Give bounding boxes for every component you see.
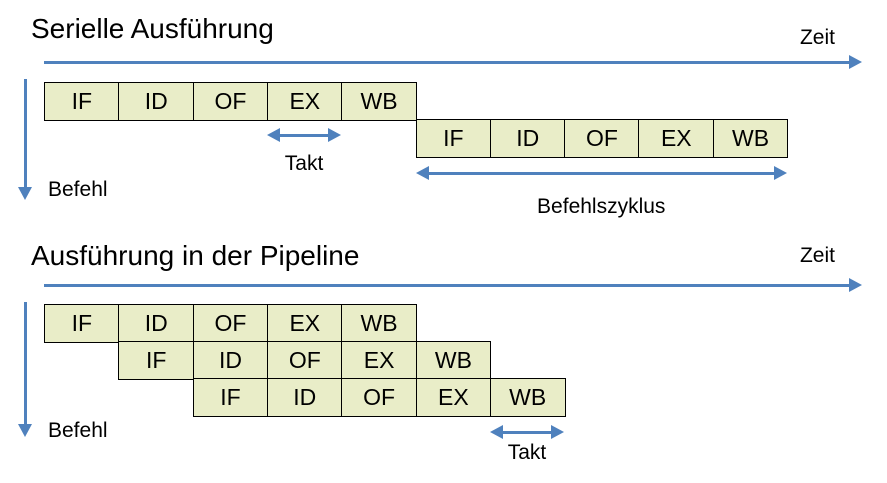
arrow-line bbox=[424, 171, 778, 175]
takt-span-arrow bbox=[266, 128, 342, 142]
arrow-line bbox=[498, 430, 556, 434]
arrowhead-left-icon bbox=[489, 425, 503, 439]
takt-label: Takt bbox=[284, 152, 324, 175]
arrowhead-right-icon bbox=[551, 425, 565, 439]
instruction-axis-arrow-serial bbox=[18, 79, 32, 200]
time-axis-arrow-serial bbox=[44, 55, 862, 69]
time-axis-label-serial: Zeit bbox=[799, 26, 835, 49]
arrowhead-right-icon bbox=[849, 55, 862, 69]
arrowhead-left-icon bbox=[266, 128, 280, 142]
stage-box-id: ID bbox=[489, 119, 566, 158]
arrowhead-left-icon bbox=[415, 166, 429, 180]
stage-box-of: OF bbox=[192, 82, 269, 121]
stage-box-if: IF bbox=[192, 378, 269, 417]
befehlszyklus-span-arrow bbox=[415, 166, 787, 180]
stage-box-id: ID bbox=[192, 341, 269, 380]
stage-box-if: IF bbox=[44, 82, 120, 121]
stage-box-wb: WB bbox=[341, 82, 417, 121]
section-title-serial: Serielle Ausführung bbox=[31, 13, 274, 44]
stage-box-wb: WB bbox=[341, 304, 417, 343]
stage-box-ex: EX bbox=[341, 341, 417, 380]
arrow-line bbox=[275, 133, 333, 137]
stage-box-id: ID bbox=[118, 82, 195, 121]
stage-box-ex: EX bbox=[266, 304, 343, 343]
stage-box-if: IF bbox=[118, 341, 195, 380]
stage-box-of: OF bbox=[564, 119, 640, 158]
stage-box-id: ID bbox=[118, 304, 195, 343]
stage-box-wb: WB bbox=[415, 341, 492, 380]
time-axis-label-pipeline: Zeit bbox=[799, 244, 835, 267]
stage-box-id: ID bbox=[266, 378, 343, 417]
arrowhead-down-icon bbox=[18, 424, 32, 437]
section-title-pipeline: Ausführung in der Pipeline bbox=[31, 240, 360, 271]
time-axis-arrow-pipeline bbox=[44, 278, 862, 292]
stage-box-ex: EX bbox=[266, 82, 343, 121]
stage-box-of: OF bbox=[341, 378, 417, 417]
stage-box-of: OF bbox=[192, 304, 269, 343]
instruction-axis-label-serial: Befehl bbox=[48, 178, 108, 201]
instruction-axis-label-pipeline: Befehl bbox=[48, 419, 108, 442]
stage-box-of: OF bbox=[266, 341, 343, 380]
arrowhead-right-icon bbox=[774, 166, 787, 180]
stage-box-if: IF bbox=[415, 119, 492, 158]
stage-box-ex: EX bbox=[415, 378, 492, 417]
arrowhead-down-icon bbox=[18, 187, 32, 200]
stage-box-if: IF bbox=[44, 304, 120, 343]
befehlszyklus-label: Befehlszyklus bbox=[537, 195, 666, 218]
stage-box-ex: EX bbox=[638, 119, 715, 158]
stage-box-wb: WB bbox=[712, 119, 789, 158]
arrowhead-right-icon bbox=[849, 278, 862, 292]
instruction-axis-arrow-pipeline bbox=[18, 302, 32, 437]
takt-span-arrow bbox=[489, 425, 565, 439]
arrowhead-right-icon bbox=[328, 128, 342, 142]
stage-box-wb: WB bbox=[489, 378, 566, 417]
takt-label: Takt bbox=[507, 441, 547, 464]
